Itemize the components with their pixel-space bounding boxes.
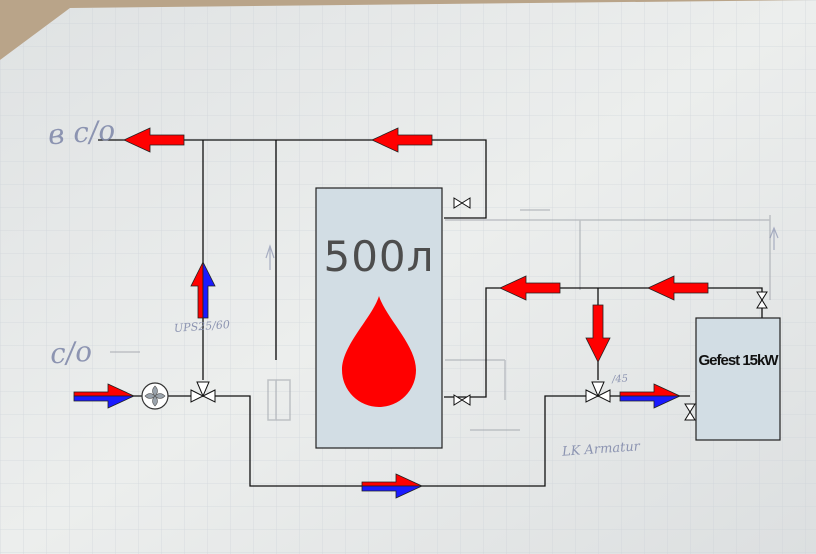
valve-icon[interactable] <box>684 403 696 421</box>
valve-icon[interactable] <box>190 381 216 403</box>
arrow-right-mixed <box>73 383 135 409</box>
arrow-left-hot <box>647 275 709 301</box>
pencil-arrows <box>265 226 779 270</box>
arrow-left-hot <box>499 275 561 301</box>
arrow-up-mixed <box>190 261 216 319</box>
flow-arrows <box>73 127 709 499</box>
arrow-left-hot <box>371 127 433 153</box>
handwriting-supply-to-heating: в с/о <box>46 113 117 152</box>
pipe-top-supply <box>98 139 487 219</box>
valve-icon[interactable] <box>453 394 471 406</box>
arrow-left-hot <box>123 127 185 153</box>
valve-icon[interactable] <box>453 197 471 209</box>
arrow-right-mixed <box>361 473 423 499</box>
valve-icon[interactable] <box>585 381 611 403</box>
boiler-label: Gefest 15kW <box>698 352 778 369</box>
tank-volume-label: 500л <box>323 232 435 281</box>
pump-icon[interactable] <box>141 382 169 410</box>
boiler-unit <box>695 317 781 441</box>
handwriting-valve-mark: /45 <box>611 373 629 386</box>
drop-icon <box>342 296 416 407</box>
handwriting-return-from-heating: с/о <box>48 334 94 371</box>
arrow-right-mixed <box>619 383 681 409</box>
arrow-down-hot <box>585 304 611 363</box>
valve-icon[interactable] <box>756 291 768 309</box>
